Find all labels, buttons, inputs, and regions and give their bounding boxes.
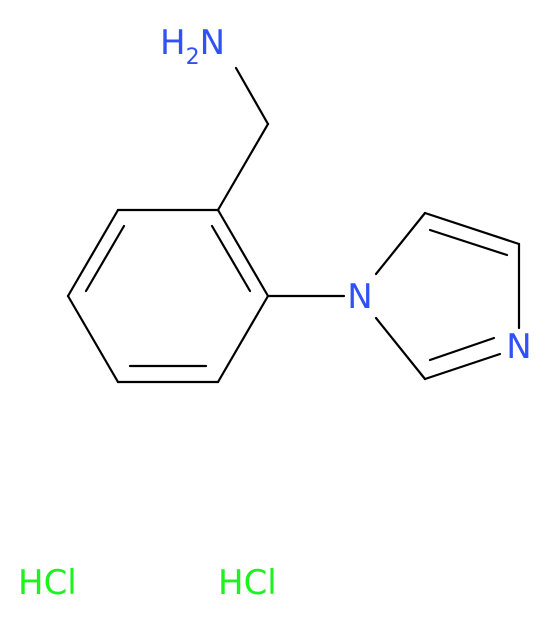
bond-c2-n1 [374, 316, 427, 381]
amine-h: H [160, 23, 186, 63]
bonds [66, 66, 521, 384]
imidazole-n1-label: N [347, 277, 372, 317]
bond-n3-c2 [423, 352, 502, 381]
amine-n: N [200, 23, 225, 63]
bond-inner-1 [84, 224, 126, 293]
bond-c5-c6 [216, 294, 270, 384]
amine-label: H2N [160, 23, 225, 70]
bond-n3-c2-inner [428, 336, 496, 362]
bond-n1-c5 [374, 211, 427, 276]
bond-inner-3 [210, 224, 252, 293]
bond-c6-c1 [216, 208, 270, 298]
bond-ch2-n [234, 66, 270, 126]
bond-c2-c3 [66, 208, 120, 298]
hcl-label-2: HCl [218, 563, 277, 603]
bond-c1-ch2 [216, 122, 270, 212]
bond-c5-c4-inner [428, 228, 509, 257]
amine-subscript: 2 [186, 45, 200, 70]
imidazole-n3-label: N [506, 327, 531, 367]
bond-c5-c4 [423, 211, 521, 246]
hcl-label-1: HCl [18, 563, 77, 603]
bond-c3-c4 [66, 294, 120, 384]
